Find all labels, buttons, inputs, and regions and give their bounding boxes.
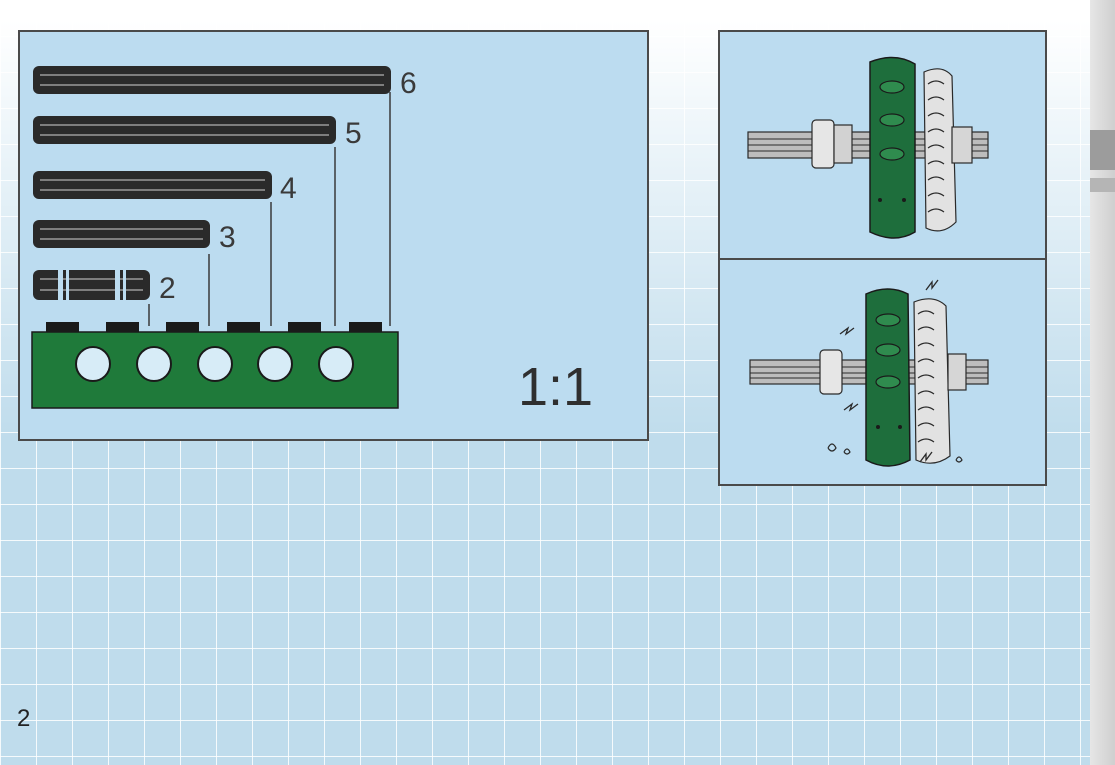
axle-label-4: 4 <box>280 174 297 204</box>
page-edge-band <box>1090 130 1115 170</box>
axle-label-5: 5 <box>345 119 362 149</box>
gear-incorrect-mesh <box>750 280 988 466</box>
gear-correct-mesh <box>748 57 988 238</box>
page-number: 2 <box>17 707 30 731</box>
axle-3 <box>33 220 210 248</box>
scale-ratio-label: 1:1 <box>518 360 593 414</box>
axle-5 <box>33 116 336 144</box>
axle-length-panel: 6 5 4 3 2 1:1 <box>18 30 649 441</box>
axle-label-2: 2 <box>159 274 176 304</box>
axle-label-3: 3 <box>219 223 236 253</box>
axle-label-6: 6 <box>400 69 417 99</box>
gear-mesh-panel <box>718 30 1047 486</box>
axle-4 <box>33 171 272 199</box>
axle-6 <box>33 66 391 94</box>
page-edge-band-2 <box>1090 178 1115 192</box>
page-edge-strip <box>1090 0 1115 765</box>
gear-mesh-illustration <box>720 32 1045 484</box>
technic-brick <box>32 322 398 408</box>
axle-2 <box>33 270 150 300</box>
